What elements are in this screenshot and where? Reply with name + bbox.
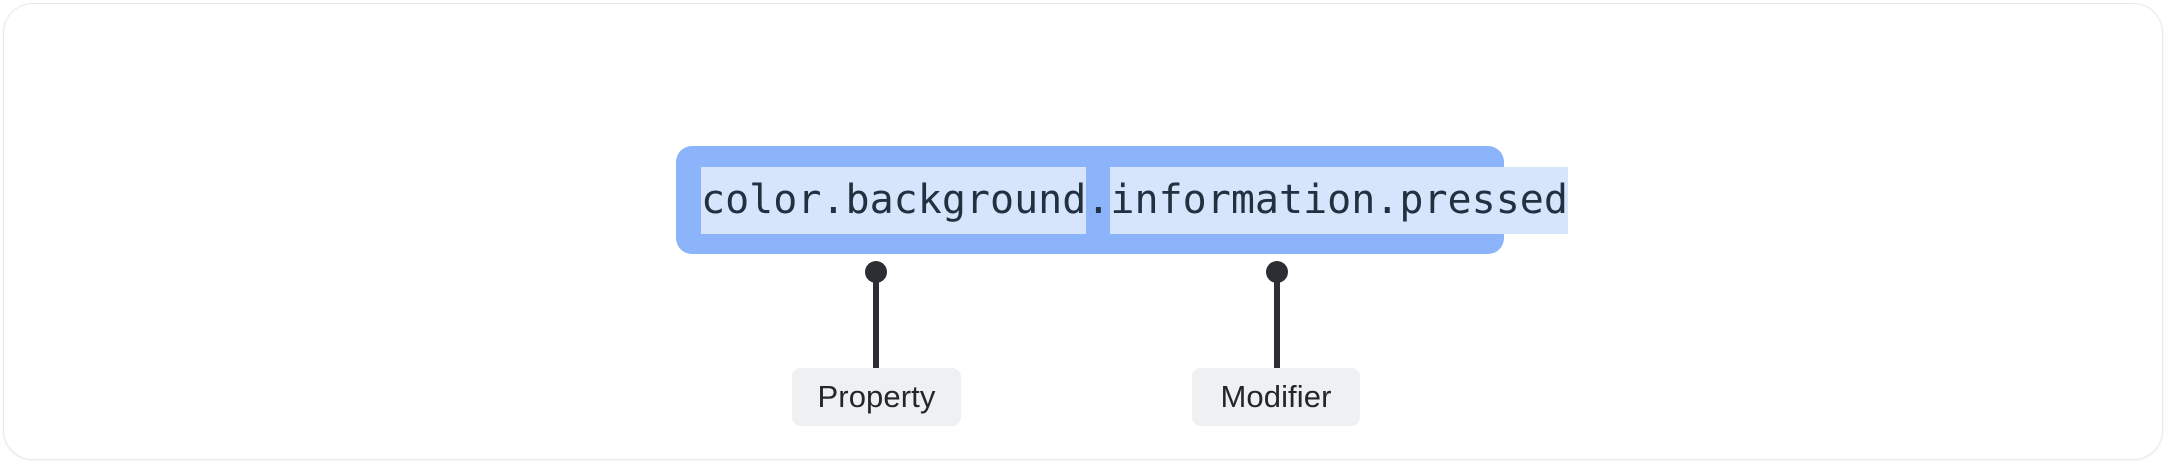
token-segment-property[interactable]: color.background (701, 166, 1087, 234)
design-token-text: color.background.information.pressed (701, 166, 1568, 234)
diagram-card: color.background.information.pressed Pro… (3, 3, 2163, 460)
callout-connector-property (865, 261, 887, 368)
design-token-pill[interactable]: color.background.information.pressed (676, 146, 1568, 254)
callout-connector-modifier (1266, 261, 1288, 368)
connector-line (873, 272, 879, 368)
token-segment-separator: . (1086, 176, 1111, 223)
callout-label-modifier: Modifier (1192, 368, 1360, 426)
token-segment-modifier[interactable]: information.pressed (1110, 166, 1568, 234)
connector-line (1274, 272, 1280, 368)
callout-label-property: Property (792, 368, 961, 426)
